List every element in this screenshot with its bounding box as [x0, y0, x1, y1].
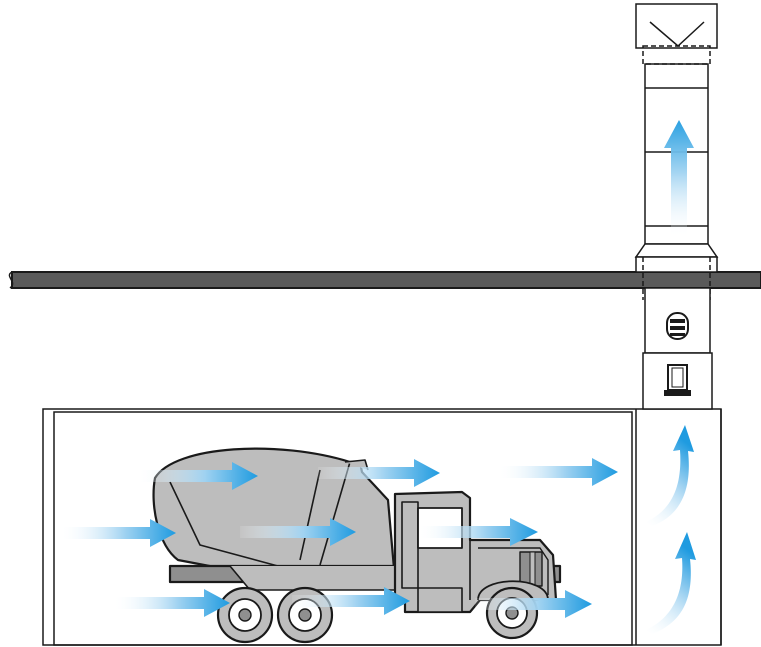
fan-icon — [666, 312, 689, 340]
garage-room — [42, 408, 722, 646]
airflow-arrow-icon — [664, 120, 694, 236]
room-airflow-arrows — [62, 458, 618, 618]
airflow-arrow-icon — [420, 518, 538, 546]
damper-icon — [664, 364, 691, 396]
airflow-arrow-icon — [318, 459, 440, 487]
cap-collar — [642, 45, 711, 65]
exhaust-duct — [642, 287, 713, 410]
airflow-arrow-icon — [115, 589, 230, 617]
airflow-arrow-icon — [500, 458, 618, 486]
exhaust-stack — [634, 3, 719, 300]
wheel-rear-1 — [216, 586, 274, 644]
break-line-icon — [8, 271, 14, 289]
stack-cap — [635, 3, 718, 49]
airflow-arrow-icon — [62, 519, 176, 547]
airflow-arrow-icon — [646, 425, 694, 526]
airflow-arrow-icon — [646, 532, 696, 634]
airflow-arrow-icon — [140, 462, 258, 490]
roof-slab — [8, 271, 761, 289]
airflow-arrow-icon — [292, 587, 410, 615]
stack-airflow-arrow — [664, 120, 694, 236]
stack-flange — [634, 243, 719, 258]
airflow-arrow-icon — [240, 518, 356, 546]
shaft-airflow-arrows — [646, 425, 696, 634]
airflow-arrow-icon — [475, 590, 592, 618]
concrete-mixer-truck — [152, 447, 562, 644]
